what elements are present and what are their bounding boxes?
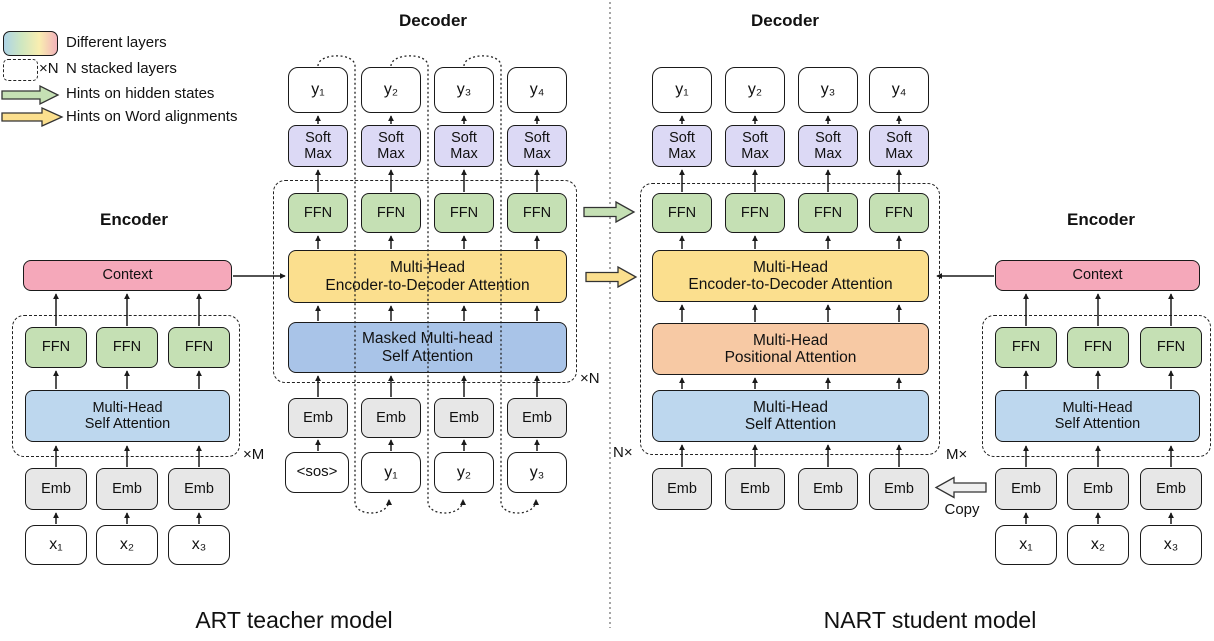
teacher-encoder-ffn-box: FFN: [96, 327, 158, 368]
teacher-output-box: y₂: [361, 67, 421, 113]
student-softmax-box: Soft Max: [652, 125, 712, 167]
teacher-masked-attention-box: Masked Multi-head Self Attention: [288, 322, 567, 373]
student-input-box: x₁: [995, 525, 1057, 565]
teacher-decoder-emb-box: Emb: [507, 398, 567, 438]
teacher-encoder-ffn-box: FFN: [25, 327, 87, 368]
student-input-box: x₃: [1140, 525, 1202, 565]
student-encoder-emb-box: Emb: [1067, 468, 1129, 510]
student-output-box: y₃: [798, 67, 858, 113]
student-positional-attention-box: Multi-Head Positional Attention: [652, 323, 929, 375]
teacher-encoder-ffn-box: FFN: [168, 327, 230, 368]
student-caption: NART student model: [823, 607, 1037, 633]
teacher-input-box: x₃: [168, 525, 230, 565]
teacher-output-box: y₃: [434, 67, 494, 113]
teacher-output-box: y₄: [507, 67, 567, 113]
teacher-softmax-box: Soft Max: [361, 125, 421, 167]
teacher-decoder-input-box: <sos>: [285, 452, 349, 493]
teacher-softmax-box: Soft Max: [507, 125, 567, 167]
student-encoder-self-attention-box: Multi-Head Self Attention: [995, 390, 1200, 442]
legend-hidden-hints-label: Hints on hidden states: [66, 85, 215, 102]
student-decoder-emb-box: Emb: [725, 468, 785, 510]
student-decoder-ffn-box: FFN: [725, 193, 785, 233]
student-encoder-stack-outline: [982, 315, 1211, 457]
student-enc-dec-attention-box: Multi-Head Encoder-to-Decoder Attention: [652, 250, 929, 302]
legend-stacked-layers-label: N stacked layers: [66, 60, 177, 77]
teacher-context-box: Context: [23, 260, 232, 291]
copy-label: Copy: [944, 501, 980, 518]
student-decoder-emb-box: Emb: [798, 468, 858, 510]
teacher-decoder-stack-label: ×N: [580, 370, 600, 387]
student-decoder-stack-outline: [640, 183, 940, 455]
student-decoder-title: Decoder: [750, 11, 820, 30]
student-softmax-box: Soft Max: [725, 125, 785, 167]
stacked-layers-swatch-icon: [3, 59, 38, 81]
teacher-decoder-ffn-box: FFN: [507, 193, 567, 233]
legend-different-layers-label: Different layers: [66, 34, 167, 51]
hint-arrow-word-alignments-icon: [585, 265, 638, 289]
teacher-encoder-stack-label: ×M: [243, 446, 265, 463]
legend-hidden-hints-arrow-icon: [1, 84, 60, 106]
legend-stacked-tag: ×N: [39, 60, 59, 77]
student-decoder-ffn-box: FFN: [798, 193, 858, 233]
teacher-decoder-input-box: y₃: [507, 452, 567, 493]
student-output-box: y₂: [725, 67, 785, 113]
student-output-box: y₁: [652, 67, 712, 113]
teacher-decoder-ffn-box: FFN: [288, 193, 348, 233]
teacher-decoder-ffn-box: FFN: [361, 193, 421, 233]
student-encoder-emb-box: Emb: [995, 468, 1057, 510]
student-self-attention-box: Multi-Head Self Attention: [652, 390, 929, 442]
teacher-encoder-stack-outline: [12, 315, 240, 457]
teacher-encoder-emb-box: Emb: [25, 468, 87, 510]
teacher-decoder-emb-box: Emb: [288, 398, 348, 438]
student-encoder-emb-box: Emb: [1140, 468, 1202, 510]
legend-word-hints-arrow-icon: [1, 106, 64, 128]
teacher-decoder-title: Decoder: [398, 11, 468, 30]
student-encoder-stack-label: M×: [946, 446, 968, 463]
student-decoder-ffn-box: FFN: [869, 193, 929, 233]
teacher-decoder-input-box: y₂: [434, 452, 494, 493]
student-encoder-ffn-box: FFN: [1067, 327, 1129, 368]
teacher-decoder-ffn-box: FFN: [434, 193, 494, 233]
student-encoder-ffn-box: FFN: [1140, 327, 1202, 368]
student-softmax-box: Soft Max: [869, 125, 929, 167]
student-encoder-title: Encoder: [1066, 210, 1136, 229]
student-decoder-ffn-box: FFN: [652, 193, 712, 233]
teacher-encoder-title: Encoder: [99, 210, 169, 229]
teacher-encoder-emb-box: Emb: [96, 468, 158, 510]
student-encoder-ffn-box: FFN: [995, 327, 1057, 368]
teacher-softmax-box: Soft Max: [434, 125, 494, 167]
student-context-box: Context: [995, 260, 1200, 291]
teacher-output-box: y₁: [288, 67, 348, 113]
teacher-encoder-emb-box: Emb: [168, 468, 230, 510]
student-softmax-box: Soft Max: [798, 125, 858, 167]
student-decoder-emb-box: Emb: [869, 468, 929, 510]
student-decoder-emb-box: Emb: [652, 468, 712, 510]
student-decoder-stack-label: N×: [613, 444, 633, 461]
different-layers-swatch-icon: [3, 31, 58, 56]
legend-word-hints-label: Hints on Word alignments: [66, 108, 238, 125]
student-output-box: y₄: [869, 67, 929, 113]
teacher-enc-dec-attention-box: Multi-Head Encoder-to-Decoder Attention: [288, 250, 567, 303]
copy-arrow-icon: [934, 476, 987, 499]
teacher-decoder-input-box: y₁: [361, 452, 421, 493]
teacher-softmax-box: Soft Max: [288, 125, 348, 167]
hint-arrow-hidden-states-icon: [583, 200, 636, 224]
teacher-caption: ART teacher model: [195, 607, 393, 633]
teacher-input-box: x₂: [96, 525, 158, 565]
teacher-decoder-emb-box: Emb: [434, 398, 494, 438]
student-input-box: x₂: [1067, 525, 1129, 565]
teacher-input-box: x₁: [25, 525, 87, 565]
teacher-encoder-self-attention-box: Multi-Head Self Attention: [25, 390, 230, 442]
teacher-decoder-emb-box: Emb: [361, 398, 421, 438]
